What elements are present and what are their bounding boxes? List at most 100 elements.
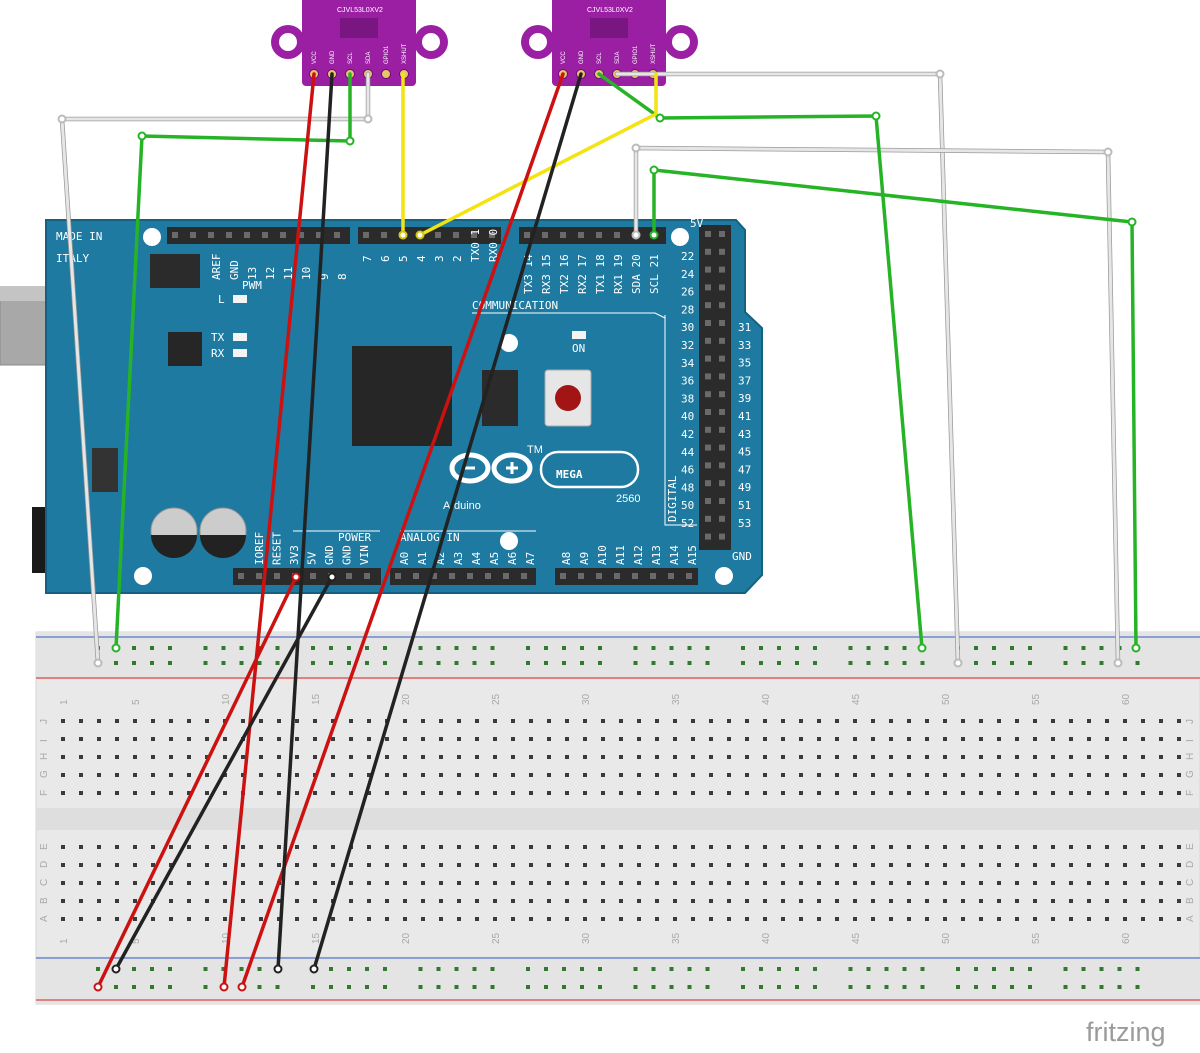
breadboard-hole[interactable]	[547, 881, 551, 885]
breadboard-hole[interactable]	[709, 791, 713, 795]
header-pin[interactable]	[705, 515, 711, 522]
breadboard-hole[interactable]	[511, 881, 515, 885]
breadboard-hole[interactable]	[979, 737, 983, 741]
rail-hole[interactable]	[1099, 967, 1104, 971]
breadboard-hole[interactable]	[313, 917, 317, 921]
breadboard-hole[interactable]	[601, 863, 605, 867]
breadboard-hole[interactable]	[295, 737, 299, 741]
breadboard-hole[interactable]	[1069, 737, 1073, 741]
breadboard-hole[interactable]	[601, 845, 605, 849]
breadboard-hole[interactable]	[529, 917, 533, 921]
rail-hole[interactable]	[777, 985, 781, 989]
breadboard-hole[interactable]	[205, 719, 209, 723]
breadboard-hole[interactable]	[907, 845, 911, 849]
breadboard-hole[interactable]	[1123, 899, 1127, 903]
header-pin[interactable]	[542, 232, 548, 238]
breadboard-hole[interactable]	[61, 845, 65, 849]
breadboard-hole[interactable]	[745, 719, 749, 723]
breadboard-hole[interactable]	[745, 899, 749, 903]
breadboard-hole[interactable]	[871, 917, 875, 921]
breadboard-hole[interactable]	[277, 917, 281, 921]
breadboard-hole[interactable]	[997, 917, 1001, 921]
breadboard-hole[interactable]	[97, 881, 101, 885]
breadboard-hole[interactable]	[619, 881, 623, 885]
breadboard-hole[interactable]	[475, 863, 479, 867]
breadboard-hole[interactable]	[205, 755, 209, 759]
breadboard-hole[interactable]	[259, 755, 263, 759]
breadboard-hole[interactable]	[151, 773, 155, 777]
breadboard-hole[interactable]	[835, 881, 839, 885]
breadboard-hole[interactable]	[781, 719, 785, 723]
breadboard-hole[interactable]	[133, 845, 137, 849]
rail-hole[interactable]	[1117, 985, 1122, 989]
breadboard-hole[interactable]	[943, 737, 947, 741]
sensor-pin[interactable]	[381, 69, 391, 79]
breadboard-hole[interactable]	[637, 845, 641, 849]
breadboard-hole[interactable]	[241, 755, 245, 759]
breadboard-hole[interactable]	[475, 881, 479, 885]
breadboard-hole[interactable]	[1141, 755, 1145, 759]
breadboard-hole[interactable]	[817, 917, 821, 921]
breadboard-hole[interactable]	[475, 845, 479, 849]
breadboard-hole[interactable]	[457, 791, 461, 795]
rail-hole[interactable]	[580, 646, 584, 650]
breadboard-hole[interactable]	[781, 881, 785, 885]
header-pin[interactable]	[719, 426, 725, 433]
breadboard-hole[interactable]	[529, 719, 533, 723]
header-pin[interactable]	[431, 573, 437, 579]
breadboard-hole[interactable]	[403, 773, 407, 777]
header-pin[interactable]	[705, 373, 711, 380]
breadboard-hole[interactable]	[187, 899, 191, 903]
breadboard-hole[interactable]	[331, 845, 335, 849]
breadboard-hole[interactable]	[943, 881, 947, 885]
breadboard-hole[interactable]	[943, 791, 947, 795]
breadboard-hole[interactable]	[745, 863, 749, 867]
breadboard-hole[interactable]	[583, 881, 587, 885]
breadboard-hole[interactable]	[925, 917, 929, 921]
rail-hole[interactable]	[866, 646, 871, 650]
rail-hole[interactable]	[920, 661, 925, 665]
breadboard-hole[interactable]	[1051, 845, 1055, 849]
rail-hole[interactable]	[544, 661, 548, 665]
breadboard-hole[interactable]	[673, 881, 677, 885]
header-pin[interactable]	[719, 302, 725, 309]
breadboard-hole[interactable]	[475, 737, 479, 741]
breadboard-hole[interactable]	[997, 845, 1001, 849]
header-pin[interactable]	[485, 573, 491, 579]
breadboard-hole[interactable]	[223, 773, 227, 777]
breadboard-hole[interactable]	[79, 791, 83, 795]
breadboard-hole[interactable]	[745, 791, 749, 795]
breadboard-hole[interactable]	[997, 737, 1001, 741]
breadboard-hole[interactable]	[907, 791, 911, 795]
breadboard-hole[interactable]	[871, 899, 875, 903]
rail-hole[interactable]	[956, 985, 960, 989]
header-pin[interactable]	[705, 462, 711, 469]
rail-hole[interactable]	[383, 967, 387, 971]
breadboard-hole[interactable]	[907, 773, 911, 777]
breadboard-hole[interactable]	[169, 917, 173, 921]
rail-hole[interactable]	[902, 661, 907, 665]
breadboard-hole[interactable]	[331, 719, 335, 723]
breadboard-hole[interactable]	[781, 737, 785, 741]
rail-hole[interactable]	[436, 661, 441, 665]
breadboard-hole[interactable]	[853, 863, 857, 867]
breadboard-hole[interactable]	[691, 773, 695, 777]
breadboard-hole[interactable]	[889, 755, 893, 759]
breadboard-hole[interactable]	[439, 737, 443, 741]
rail-hole[interactable]	[1010, 985, 1014, 989]
breadboard-hole[interactable]	[943, 899, 947, 903]
breadboard-hole[interactable]	[1159, 863, 1163, 867]
breadboard-hole[interactable]	[817, 791, 821, 795]
breadboard-hole[interactable]	[1141, 737, 1145, 741]
breadboard-hole[interactable]	[601, 737, 605, 741]
breadboard-hole[interactable]	[475, 917, 479, 921]
rail-hole[interactable]	[1028, 985, 1032, 989]
breadboard-hole[interactable]	[583, 719, 587, 723]
header-pin[interactable]	[705, 426, 711, 433]
breadboard-hole[interactable]	[907, 755, 911, 759]
breadboard-hole[interactable]	[835, 755, 839, 759]
rail-hole[interactable]	[598, 661, 602, 665]
breadboard-hole[interactable]	[187, 845, 191, 849]
header-pin[interactable]	[524, 232, 530, 238]
breadboard-hole[interactable]	[223, 755, 227, 759]
